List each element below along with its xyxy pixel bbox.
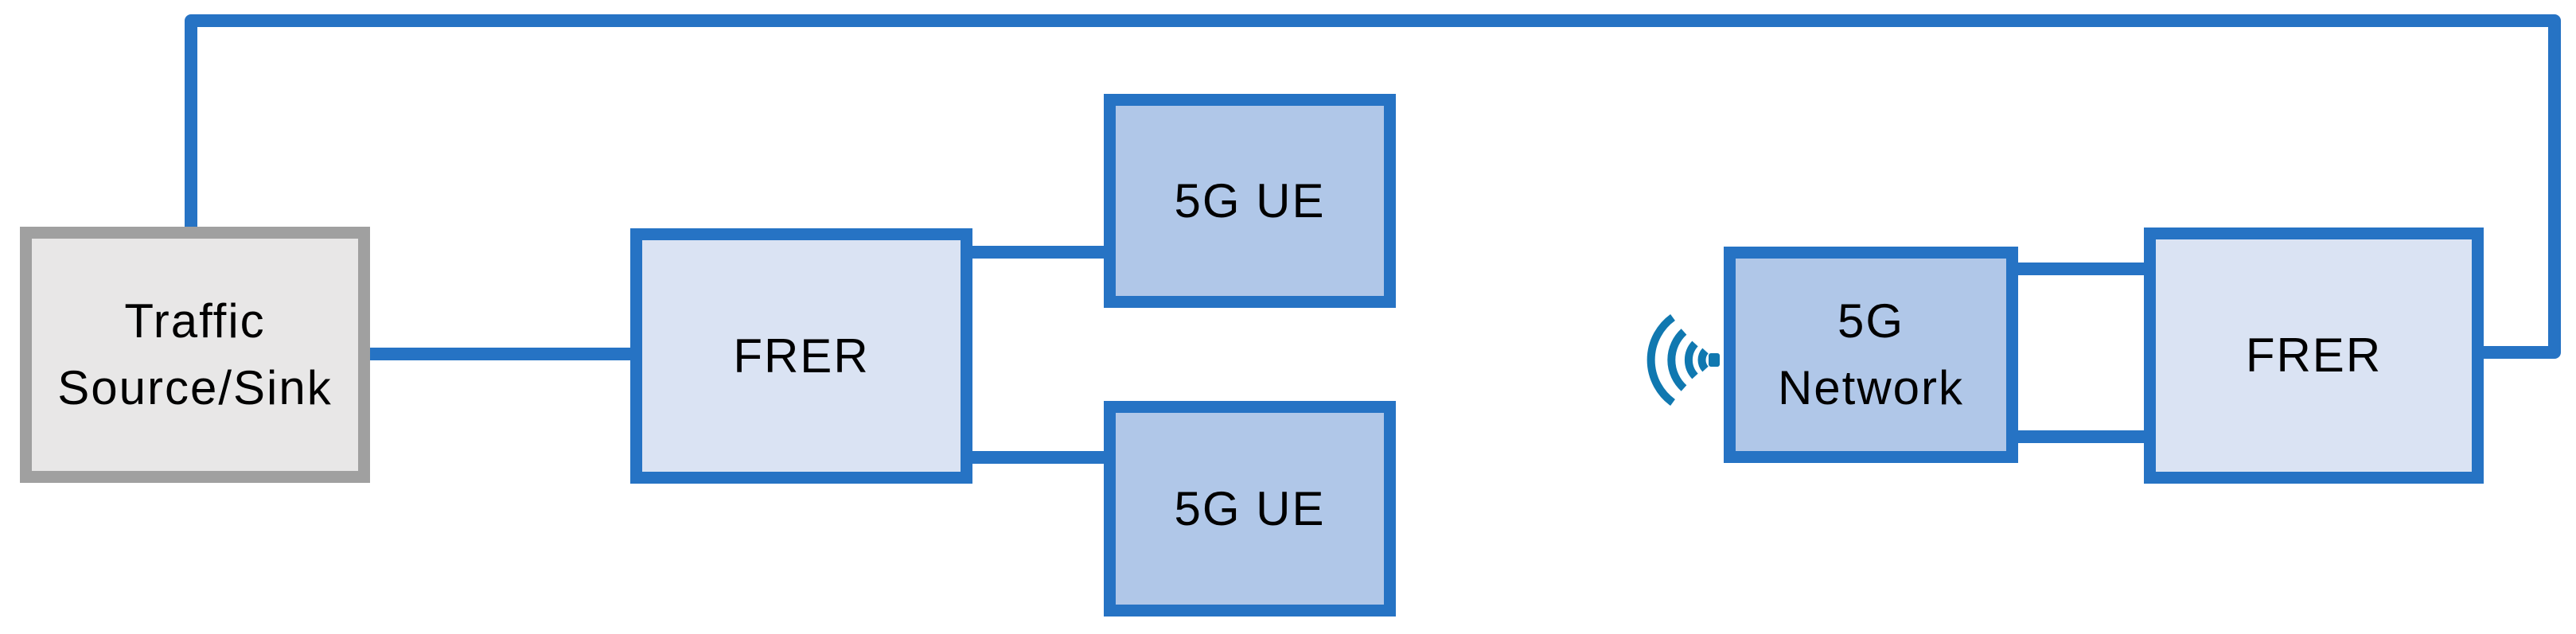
wireless-wave-source [1697,348,1709,372]
traffic-source-sink-node: Traffic Source/Sink [20,227,370,483]
network-label-line1: 5G [1837,294,1905,348]
frer-right-node: FRER [2144,228,2484,484]
connector-loop-traffic-to-frer-right [185,14,2561,359]
wireless-source-nub [1709,353,1720,367]
frer-left-label: FRER [733,329,870,383]
ue-bottom-label: 5G UE [1174,481,1326,535]
wireless-wave-middle [1667,329,1687,391]
network-label-line2: Network [1777,361,1965,414]
frer-left-node: FRER [630,228,972,484]
wireless-signal-icon [1647,313,1720,406]
traffic-label-line2: Source/Sink [57,361,333,414]
wireless-wave-outer [1647,313,1676,406]
ue-bottom-node: 5G UE [1104,401,1396,616]
traffic-label-line1: Traffic [124,294,266,348]
ue-top-node: 5G UE [1104,94,1396,308]
network-5g-node: 5G Network [1724,247,2018,463]
wireless-wave-inner [1684,340,1698,379]
frer-right-label: FRER [2245,329,2383,382]
ue-top-label: 5G UE [1174,173,1326,228]
